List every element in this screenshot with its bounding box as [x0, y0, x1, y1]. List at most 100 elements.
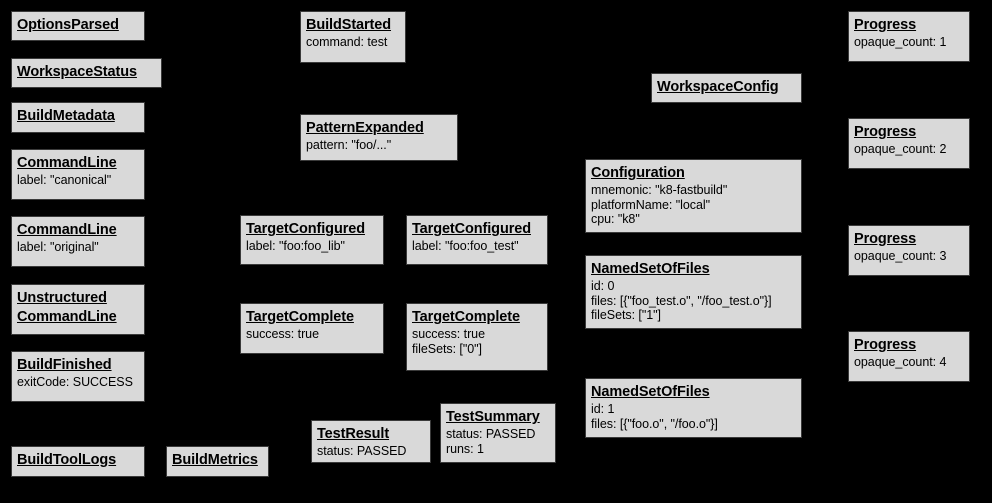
node-field: label: "original"	[17, 239, 99, 254]
node-title-test-result: TestResult	[317, 425, 425, 444]
node-title-line: CommandLine	[17, 222, 117, 238]
node-title-pattern-expanded: PatternExpanded	[306, 119, 452, 138]
node-field: success: true	[412, 326, 485, 341]
node-field: status: PASSED	[446, 426, 536, 441]
node-title-build-tool-logs: BuildToolLogs	[17, 451, 139, 470]
node-title-target-complete-foo-test: TargetComplete	[412, 308, 542, 327]
node-field: label: "canonical"	[17, 172, 112, 187]
node-title-options-parsed: OptionsParsed	[17, 16, 139, 35]
node-field: fileSets: ["1"]	[591, 308, 661, 323]
node-title-line: Progress	[854, 231, 917, 247]
node-build-tool-logs[interactable]: BuildToolLogs	[11, 446, 145, 477]
node-title-line: WorkspaceConfig	[657, 79, 779, 95]
node-field: runs: 1	[446, 441, 484, 456]
node-title-target-configured-foo-test: TargetConfigured	[412, 220, 542, 239]
node-title-line: BuildToolLogs	[17, 452, 117, 468]
node-field: command: test	[306, 34, 388, 49]
node-title-line: TestSummary	[446, 409, 540, 425]
node-field: files: [{"foo.o", "/foo.o"}]	[591, 416, 718, 431]
node-title-build-metrics: BuildMetrics	[172, 451, 263, 470]
node-title-line: Unstructured	[17, 290, 107, 306]
node-title-line: BuildStarted	[306, 17, 392, 33]
node-options-parsed[interactable]: OptionsParsed	[11, 11, 145, 41]
node-title-line: TestResult	[317, 426, 390, 442]
node-title-line: OptionsParsed	[17, 17, 119, 33]
node-title-workspace-config: WorkspaceConfig	[657, 78, 796, 97]
node-title-progress-3: Progress	[854, 230, 964, 249]
node-field: id: 1	[591, 401, 615, 416]
node-title-line: TargetComplete	[246, 309, 354, 325]
node-field: opaque_count: 1	[854, 34, 947, 49]
node-title-command-line-canonical: CommandLine	[17, 154, 139, 173]
node-field: opaque_count: 2	[854, 141, 947, 156]
node-field: success: true	[246, 326, 319, 341]
node-title-line: TargetComplete	[412, 309, 520, 325]
node-build-metadata[interactable]: BuildMetadata	[11, 102, 145, 133]
node-field: label: "foo:foo_lib"	[246, 238, 345, 253]
node-title-command-line-original: CommandLine	[17, 221, 139, 240]
node-title-line: WorkspaceStatus	[17, 64, 137, 80]
node-title-line: BuildFinished	[17, 357, 112, 373]
node-title-line: TargetConfigured	[412, 221, 531, 237]
node-title-build-metadata: BuildMetadata	[17, 107, 139, 126]
node-title-build-started: BuildStarted	[306, 16, 400, 35]
node-title-named-set-of-files-0: NamedSetOfFiles	[591, 260, 796, 279]
node-title-progress-2: Progress	[854, 123, 964, 142]
node-field: opaque_count: 4	[854, 354, 947, 369]
node-field: exitCode: SUCCESS	[17, 374, 133, 389]
node-title-progress-1: Progress	[854, 16, 964, 35]
node-title-line: Progress	[854, 17, 917, 33]
node-title-target-complete-foo-lib: TargetComplete	[246, 308, 378, 327]
node-title-target-configured-foo-lib: TargetConfigured	[246, 220, 378, 239]
node-title-workspace-status: WorkspaceStatus	[17, 63, 156, 82]
node-field: files: [{"foo_test.o", "/foo_test.o"}]	[591, 293, 772, 308]
node-title-line: CommandLine	[17, 308, 117, 325]
node-title-named-set-of-files-1: NamedSetOfFiles	[591, 383, 796, 402]
node-title-line: BuildMetadata	[17, 108, 115, 124]
node-workspace-config[interactable]: WorkspaceConfig	[651, 73, 802, 103]
node-title-line: PatternExpanded	[306, 120, 424, 136]
node-field: id: 0	[591, 278, 615, 293]
node-field: fileSets: ["0"]	[412, 341, 482, 356]
node-title-line: CommandLine	[17, 155, 117, 171]
node-field: pattern: "foo/..."	[306, 137, 392, 152]
node-title-line: Progress	[854, 337, 917, 353]
node-field: status: PASSED	[317, 443, 407, 458]
node-title-progress-4: Progress	[854, 336, 964, 355]
node-build-metrics[interactable]: BuildMetrics	[166, 446, 269, 477]
node-workspace-status[interactable]: WorkspaceStatus	[11, 58, 162, 88]
node-field: label: "foo:foo_test"	[412, 238, 519, 253]
node-title-line: BuildMetrics	[172, 452, 258, 468]
node-title-test-summary: TestSummary	[446, 408, 550, 427]
node-field: platformName: "local"	[591, 197, 710, 212]
node-title-line: NamedSetOfFiles	[591, 261, 710, 277]
node-title-configuration: Configuration	[591, 164, 796, 183]
node-title-line: TargetConfigured	[246, 221, 365, 237]
node-field: cpu: "k8"	[591, 212, 640, 227]
node-title-build-finished: BuildFinished	[17, 356, 139, 375]
node-title-line: Progress	[854, 124, 917, 140]
node-field: mnemonic: "k8-fastbuild"	[591, 182, 728, 197]
node-field: opaque_count: 3	[854, 248, 947, 263]
